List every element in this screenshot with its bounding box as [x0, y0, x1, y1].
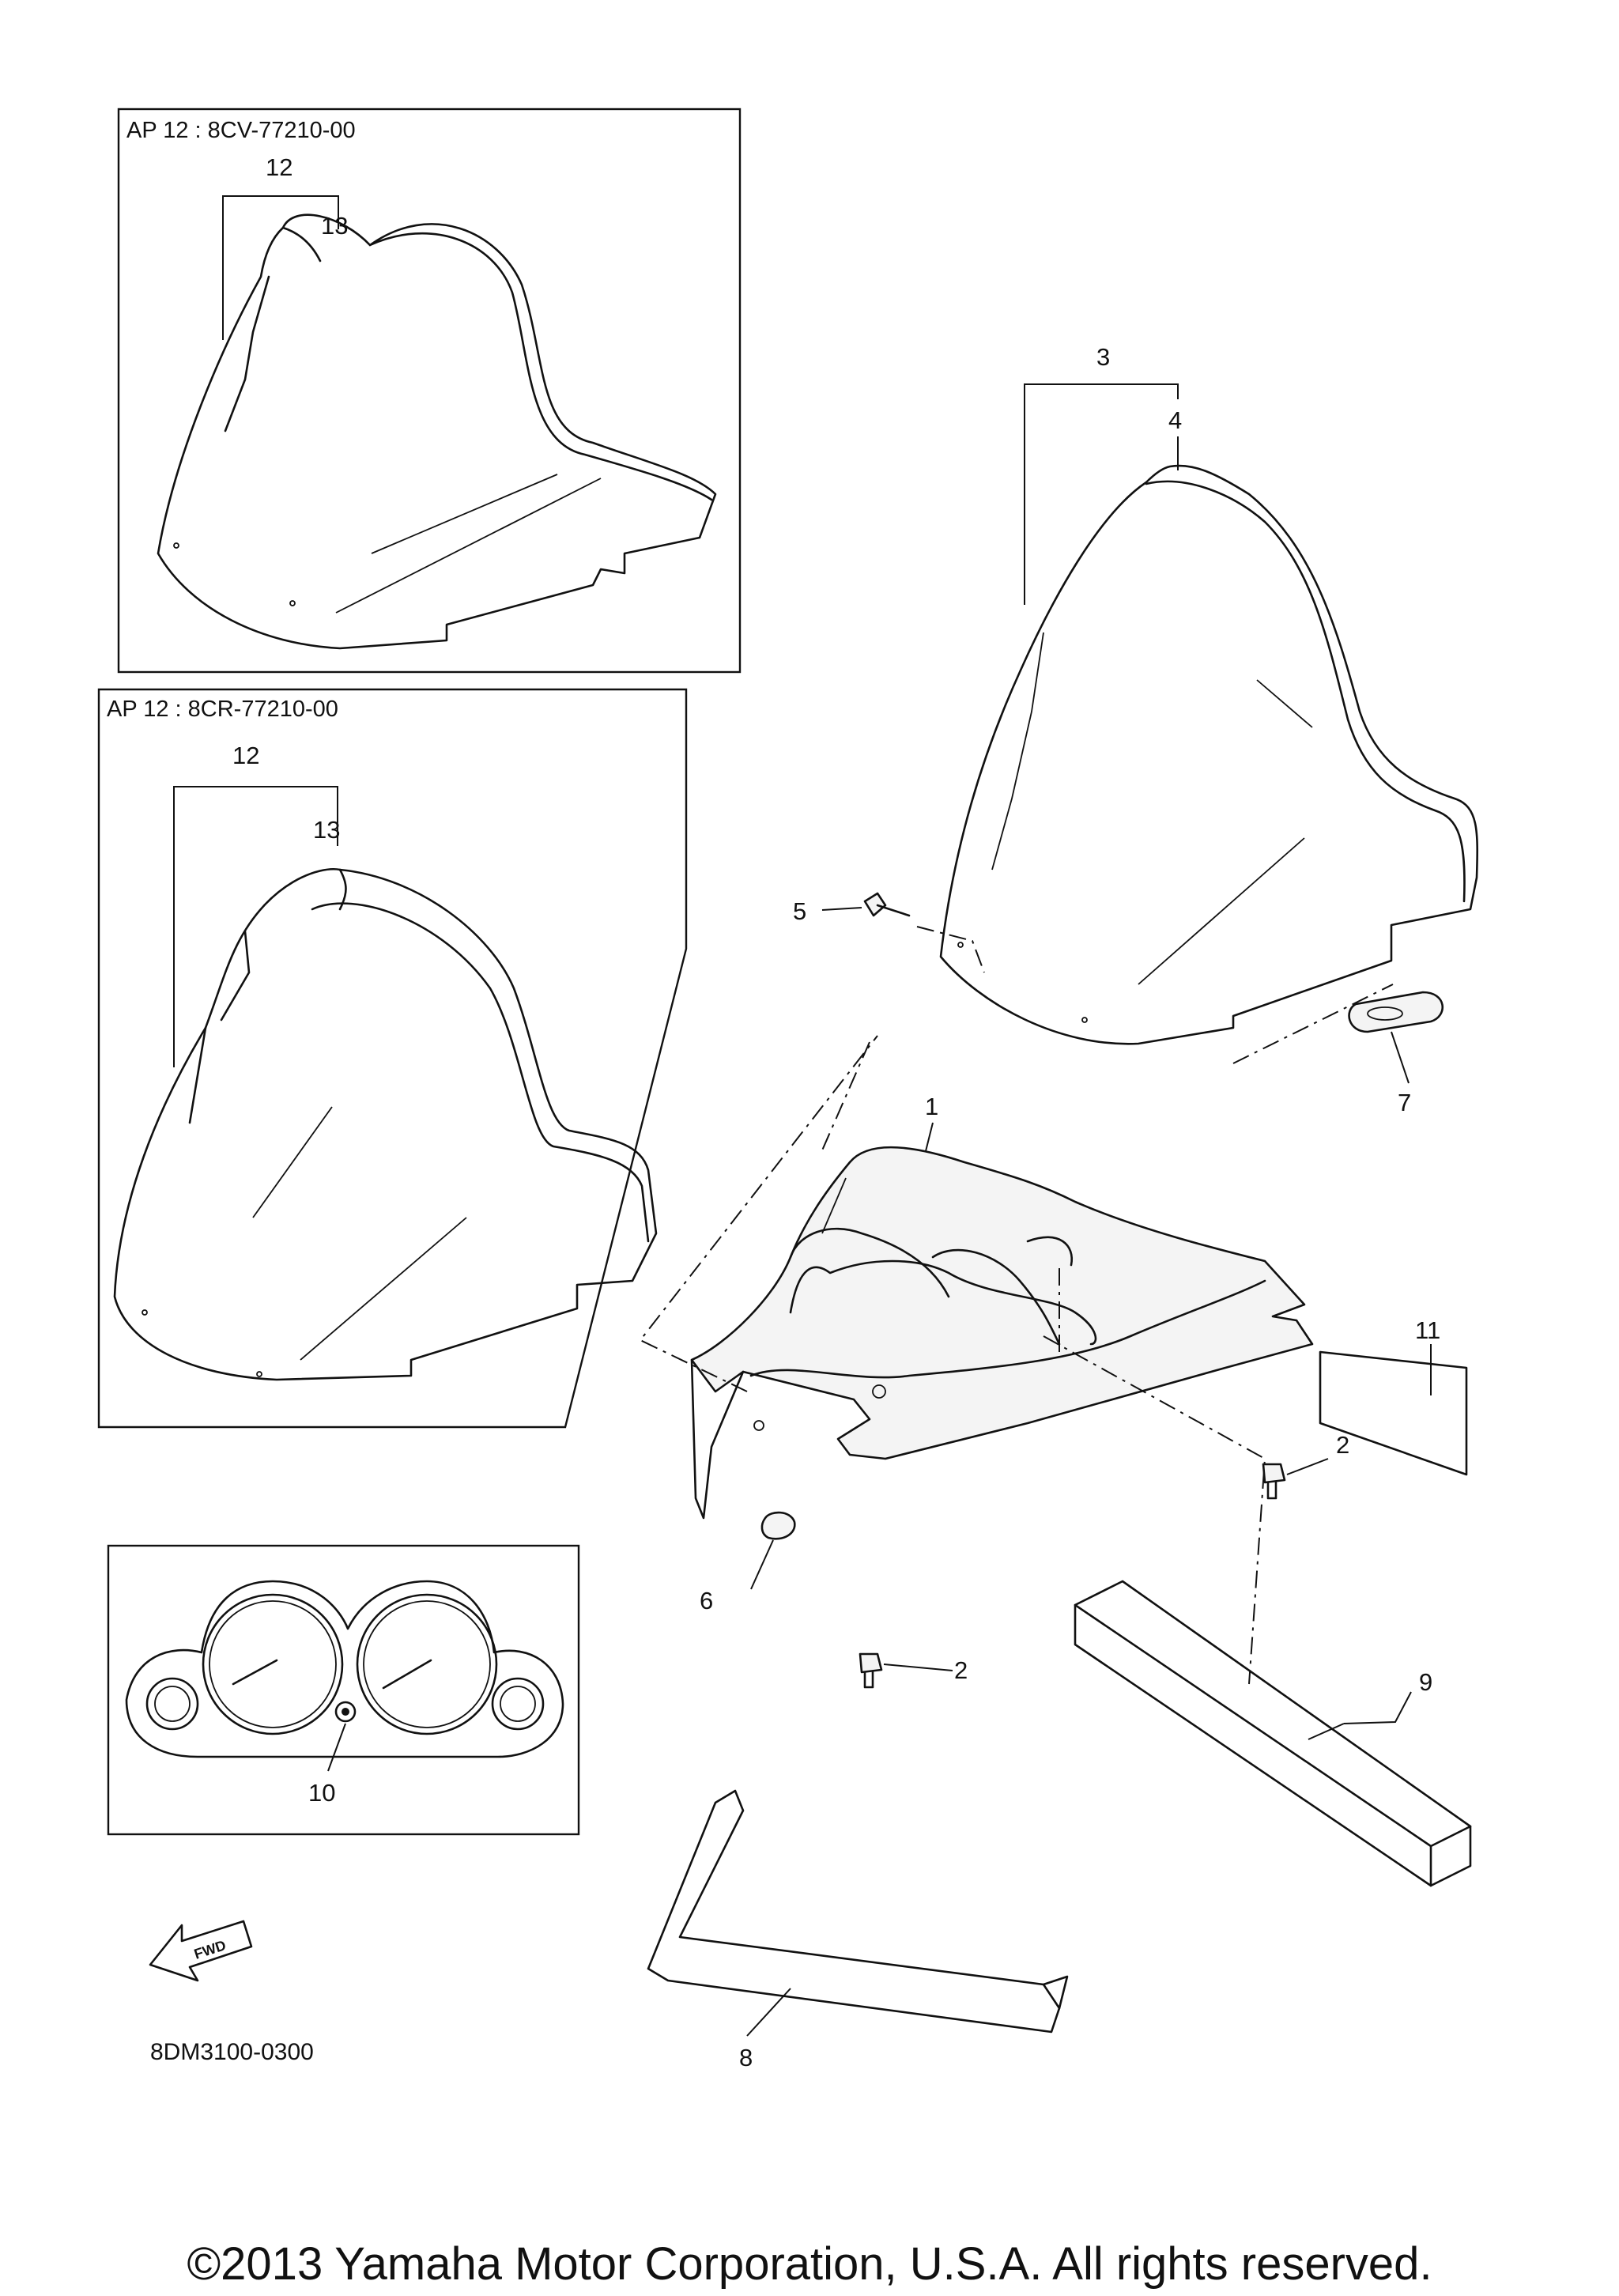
diagram-code: 8DM3100-0300 [150, 2039, 314, 2065]
label-8: 8 [739, 2044, 753, 2071]
label-2b: 2 [954, 1656, 968, 1684]
label-1: 1 [925, 1093, 938, 1120]
leader-1 [924, 1122, 934, 1155]
inset-8cr-bracket [173, 786, 338, 1067]
leader-8 [746, 1988, 791, 2037]
leader-10 [327, 1723, 346, 1772]
grommet-6: 6 [700, 1511, 796, 1614]
inset-8cv-frame [117, 108, 742, 674]
leader-9 [1343, 1691, 1412, 1724]
fwd-arrow-icon: FWD [149, 1920, 253, 1982]
label-9: 9 [1419, 1668, 1432, 1696]
clip-2b: 2 [859, 1652, 968, 1689]
label-7: 7 [1398, 1089, 1411, 1116]
inset-8cr-frame [97, 688, 688, 1429]
inset-8cr: AP 12 : 8CR-77210-00 12 13 [97, 688, 688, 1429]
meter-cluster [125, 1580, 564, 1758]
label-2a: 2 [1336, 1431, 1349, 1459]
label-10: 10 [308, 1779, 335, 1807]
speedometer-gauge [202, 1593, 344, 1735]
clip-2a: 2 [1262, 1431, 1349, 1500]
inset-8cr-label-13: 13 [313, 816, 340, 844]
inset-8cr-title: AP 12 : 8CR-77210-00 [107, 697, 338, 722]
leader-2b [883, 1663, 953, 1671]
leader-2a [1286, 1458, 1329, 1475]
label-4: 4 [1168, 406, 1182, 434]
leader-3 [1024, 383, 1179, 605]
indicator-bulb-icon [334, 1701, 357, 1723]
inset-8cv-label-12: 12 [266, 153, 292, 181]
label-11: 11 [1415, 1316, 1440, 1344]
inset-8cr-windscreen [113, 868, 658, 1381]
foam-block-9: 9 [1074, 1580, 1472, 1887]
seal-8: 8 [647, 1789, 1069, 2071]
windscreen-part [939, 464, 1479, 1045]
inset-8cv-bracket [222, 195, 339, 340]
leader-5 [821, 907, 862, 911]
inset-8cv: AP 12 : 8CV-77210-00 12 13 [117, 108, 742, 674]
fwd-label: FWD [192, 1937, 228, 1962]
inset-meter: 10 [107, 1544, 580, 1836]
copyright-notice: ©2013 Yamaha Motor Corporation, U.S.A. A… [187, 2238, 1432, 2290]
label-3: 3 [1096, 343, 1110, 371]
inset-meter-frame [107, 1544, 580, 1836]
bolt-5: 5 [793, 892, 985, 973]
main-windscreen-group: 3 4 [939, 343, 1479, 1064]
inset-8cr-label-12: 12 [232, 742, 259, 769]
cowl-part-1: 1 [639, 1035, 1314, 1685]
dash-7 [1232, 984, 1394, 1064]
leader-6 [750, 1539, 774, 1590]
label-5: 5 [793, 897, 806, 925]
decal-11: 11 [1319, 1316, 1468, 1476]
leader-7 [1391, 1031, 1410, 1084]
tachometer-gauge [356, 1593, 498, 1735]
inset-8cv-title: AP 12 : 8CV-77210-00 [126, 118, 356, 143]
fastener-7: 7 [1348, 991, 1444, 1116]
label-6: 6 [700, 1587, 713, 1614]
inset-8cv-windscreen [157, 213, 717, 650]
